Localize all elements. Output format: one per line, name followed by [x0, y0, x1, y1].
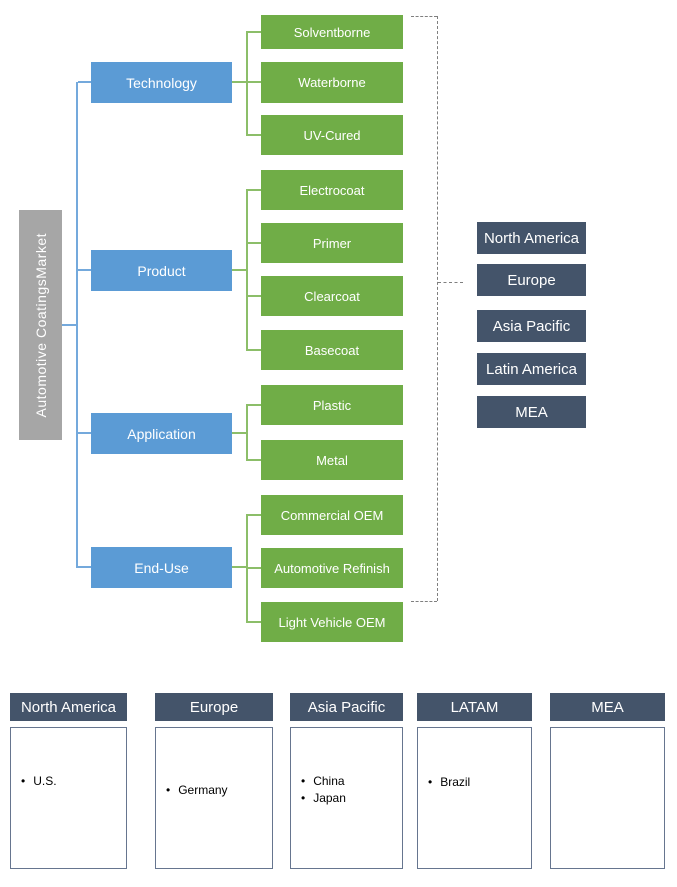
table-body-asia-pacific: China Japan [290, 727, 403, 869]
connector-end-use-parent [232, 566, 246, 568]
connector-electrocoat [248, 189, 261, 191]
connector-root-stub [62, 324, 77, 326]
leaf-box-automotive-refinish: Automotive Refinish [261, 548, 403, 588]
leaf-box-light-vehicle-oem: Light Vehicle OEM [261, 602, 403, 642]
connector-stub-end-use [78, 566, 91, 568]
connector-automotive-refinish [248, 567, 261, 569]
table-body-europe: Germany [155, 727, 273, 869]
list-item-brazil: Brazil [428, 774, 529, 791]
leaf-box-waterborne: Waterborne [261, 62, 403, 103]
leaf-box-primer: Primer [261, 223, 403, 263]
country-list-mea [551, 728, 664, 773]
connector-stub-technology [78, 81, 91, 83]
connector-stub-product [78, 269, 91, 271]
leaf-box-solventborne: Solventborne [261, 15, 403, 49]
region-box-north-america: North America [477, 222, 586, 254]
connector-waterborne [248, 81, 261, 83]
category-box-end-use: End-Use [91, 547, 232, 588]
region-box-mea: MEA [477, 396, 586, 428]
table-body-mea [550, 727, 665, 869]
connector-blue-trunk [76, 82, 78, 568]
connector-light-vehicle-oem [248, 621, 261, 623]
dashed-bracket-vertical [437, 16, 438, 601]
country-list-latam: Brazil [418, 728, 531, 791]
leaf-box-basecoat: Basecoat [261, 330, 403, 370]
connector-application-parent [232, 432, 246, 434]
table-header-north-america: North America [10, 693, 127, 721]
connector-solventborne [248, 31, 261, 33]
connector-clearcoat [248, 295, 261, 297]
leaf-box-commercial-oem: Commercial OEM [261, 495, 403, 535]
table-body-north-america: U.S. [10, 727, 127, 869]
table-header-mea: MEA [550, 693, 665, 721]
connector-commercial-oem [248, 514, 261, 516]
connector-primer [248, 242, 261, 244]
country-list-europe: Germany [156, 728, 272, 799]
table-body-latam: Brazil [417, 727, 532, 869]
leaf-box-electrocoat: Electrocoat [261, 170, 403, 210]
connector-product-parent [232, 269, 246, 271]
list-item-japan: Japan [301, 790, 400, 807]
leaf-box-metal: Metal [261, 440, 403, 480]
table-header-latam: LATAM [417, 693, 532, 721]
connector-technology-rail [246, 31, 248, 136]
table-header-europe: Europe [155, 693, 273, 721]
connector-metal [248, 459, 261, 461]
table-header-asia-pacific: Asia Pacific [290, 693, 403, 721]
leaf-box-uv-cured: UV-Cured [261, 115, 403, 155]
dashed-bracket-top [411, 16, 437, 17]
list-item-germany: Germany [166, 782, 270, 799]
country-list-north-america: U.S. [11, 728, 126, 790]
list-item-china: China [301, 773, 400, 790]
leaf-box-plastic: Plastic [261, 385, 403, 425]
root-node-automotive-coatings-market: Automotive CoatingsMarket [19, 210, 62, 440]
list-item-us: U.S. [21, 773, 124, 790]
connector-plastic [248, 404, 261, 406]
connector-application-rail [246, 404, 248, 461]
region-box-latin-america: Latin America [477, 353, 586, 385]
dashed-bracket-bottom [411, 601, 437, 602]
connector-product-rail [246, 189, 248, 351]
connector-end-use-rail [246, 514, 248, 623]
region-box-europe: Europe [477, 264, 586, 296]
connector-technology-parent [232, 81, 246, 83]
connector-basecoat [248, 349, 261, 351]
root-node-label: Automotive CoatingsMarket [32, 232, 49, 418]
leaf-box-clearcoat: Clearcoat [261, 276, 403, 316]
country-list-asia-pacific: China Japan [291, 728, 402, 807]
category-box-application: Application [91, 413, 232, 454]
dashed-bracket-middle [438, 282, 463, 283]
category-box-product: Product [91, 250, 232, 291]
connector-uv-cured [248, 134, 261, 136]
category-box-technology: Technology [91, 62, 232, 103]
connector-stub-application [78, 432, 91, 434]
region-box-asia-pacific: Asia Pacific [477, 310, 586, 342]
